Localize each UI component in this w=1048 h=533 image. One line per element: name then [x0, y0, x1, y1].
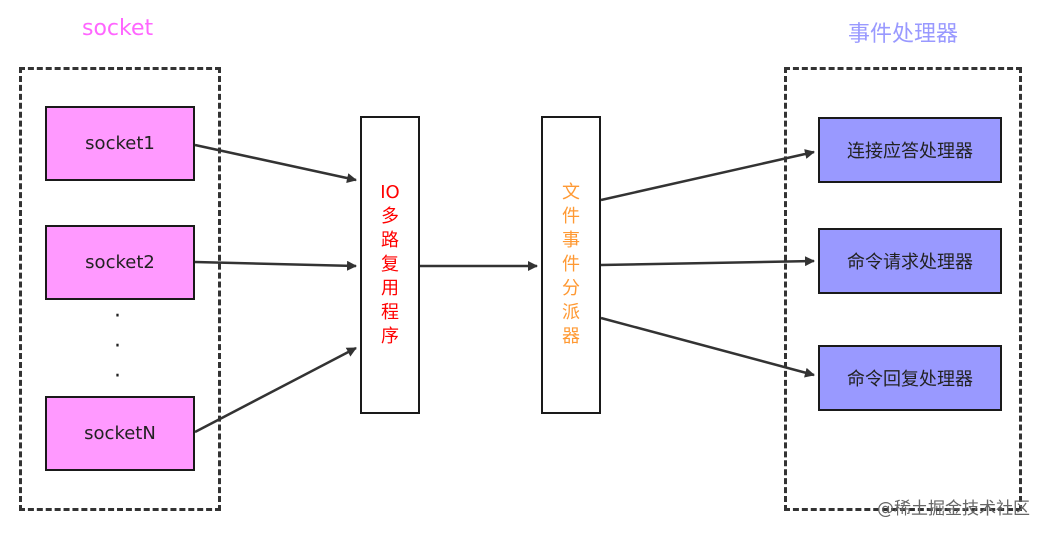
arrow-socket2-to-io: [194, 260, 357, 271]
arrow-dispatcher-to-connect: [600, 149, 815, 202]
ellipsis-dot-2: ·: [114, 334, 121, 359]
connect-accept-handler: 连接应答处理器: [818, 117, 1002, 183]
arrow-socket1-to-io: [194, 143, 357, 183]
arrow-dispatcher-to-reply: [600, 316, 815, 378]
ellipsis-dot-1: ·: [114, 304, 121, 329]
dispatcher-label-char: 件: [562, 254, 580, 275]
command-request-handler: 命令请求处理器: [818, 228, 1002, 294]
dispatcher-label-char: 派: [562, 302, 580, 323]
socket-group-title: socket: [82, 16, 154, 41]
socket-node-n: socketN: [45, 396, 195, 471]
dispatcher-label-char: 文: [562, 182, 580, 203]
io-label-char: 程: [381, 302, 399, 323]
socket-node-2: socket2: [45, 225, 195, 300]
dispatcher-label-char: 件: [562, 206, 580, 227]
watermark: @稀土掘金技术社区: [877, 499, 1030, 519]
arrow-socketn-to-io: [194, 346, 357, 434]
io-label-char: 多: [381, 206, 399, 227]
socket-group: [19, 67, 221, 511]
dispatcher-label-char: 事: [562, 230, 580, 251]
file-event-dispatcher-box: 文 件 事 件 分 派 器: [541, 116, 601, 414]
io-multiplexer-box: IO 多 路 复 用 程 序: [360, 116, 420, 414]
socket-node-1: socket1: [45, 106, 195, 181]
io-label-char: 序: [381, 326, 399, 347]
dispatcher-label-char: 分: [562, 278, 580, 299]
handler-group: [784, 67, 1022, 511]
io-label-char: 用: [381, 278, 399, 299]
command-reply-handler: 命令回复处理器: [818, 345, 1002, 411]
io-label-char: 路: [381, 230, 399, 251]
io-label-char: 复: [381, 254, 399, 275]
arrow-dispatcher-to-request: [600, 256, 815, 267]
handler-group-title: 事件处理器: [848, 22, 959, 47]
ellipsis-dot-3: ·: [114, 364, 121, 389]
dispatcher-label-char: 器: [562, 326, 580, 347]
io-label-char: IO: [380, 182, 400, 203]
